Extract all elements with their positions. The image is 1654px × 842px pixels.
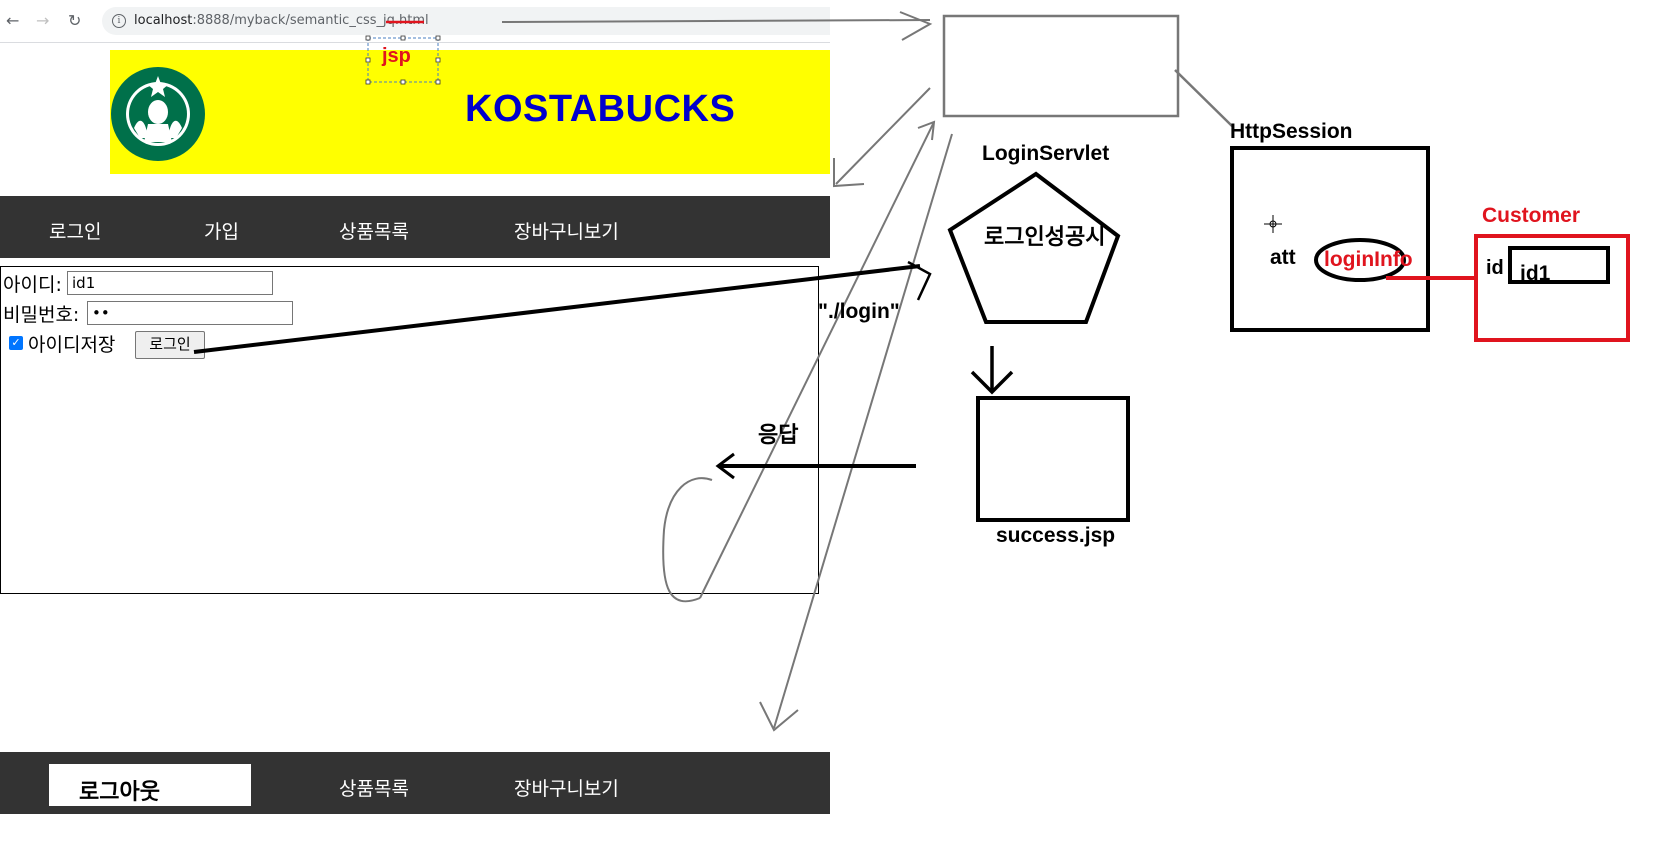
remember-id-label: 아이디저장	[28, 334, 116, 356]
customer-box	[1474, 234, 1630, 342]
nav-item-signup[interactable]: 가입	[204, 221, 239, 243]
info-icon[interactable]: i	[112, 14, 126, 28]
remember-id-checkbox[interactable]: ✓	[9, 336, 23, 350]
header-banner: KOSTABUCKS	[110, 50, 830, 174]
nav-item-products[interactable]: 상품목록	[339, 221, 409, 243]
address-bar[interactable]: i localhost:8888/myback/semantic_css_jq.…	[102, 7, 830, 35]
site-title: KOSTABUCKS	[465, 88, 736, 130]
success-jsp-box	[976, 396, 1130, 522]
password-label: 비밀번호:	[3, 304, 80, 326]
back-arrow-icon[interactable]: ←	[6, 11, 20, 30]
customer-id-label: id	[1486, 257, 1504, 279]
login-form: 아이디: id1 비밀번호: •• ✓ 아이디저장 로그인	[0, 266, 819, 594]
id-label: 아이디:	[3, 274, 62, 296]
browser-box	[942, 14, 1180, 118]
password-input[interactable]: ••	[87, 301, 293, 325]
customer-label: Customer	[1482, 204, 1580, 227]
login-button[interactable]: 로그인	[135, 331, 205, 359]
nav-item-products-bottom[interactable]: 상품목록	[339, 778, 409, 800]
nav-top: 로그인 가입 상품목록 장바구니보기	[0, 196, 830, 258]
nav-item-login[interactable]: 로그인	[49, 221, 102, 243]
reload-icon[interactable]: ↻	[68, 11, 82, 30]
att-label: att	[1270, 246, 1296, 269]
login-success-label: 로그인성공시	[984, 224, 1105, 249]
id-input[interactable]: id1	[67, 271, 273, 295]
login-info-label: loginInfo	[1324, 248, 1413, 271]
http-session-box	[1230, 146, 1430, 332]
nav-bottom: 로그아웃 상품목록 장바구니보기	[0, 752, 830, 814]
starbucks-logo-icon	[111, 67, 205, 161]
login-servlet-label: LoginServlet	[982, 142, 1109, 165]
login-path-annotation: "./login"	[818, 300, 900, 323]
url-text: localhost:8888/myback/semantic_css_jq.ht…	[134, 13, 429, 28]
customer-id-box	[1508, 246, 1610, 284]
logout-label: 로그아웃	[79, 780, 160, 805]
nav-item-cart-bottom[interactable]: 장바구니보기	[514, 778, 619, 800]
logout-button[interactable]: 로그아웃	[49, 764, 251, 806]
http-session-label: HttpSession	[1230, 120, 1353, 143]
browser-toolbar: ← → ↻ i localhost:8888/myback/semantic_c…	[0, 0, 830, 43]
login-servlet-shape	[947, 171, 1121, 324]
forward-arrow-icon[interactable]: →	[36, 11, 50, 30]
success-jsp-label: success.jsp	[996, 524, 1115, 547]
nav-item-cart[interactable]: 장바구니보기	[514, 221, 619, 243]
customer-id-value: id1	[1520, 262, 1551, 285]
